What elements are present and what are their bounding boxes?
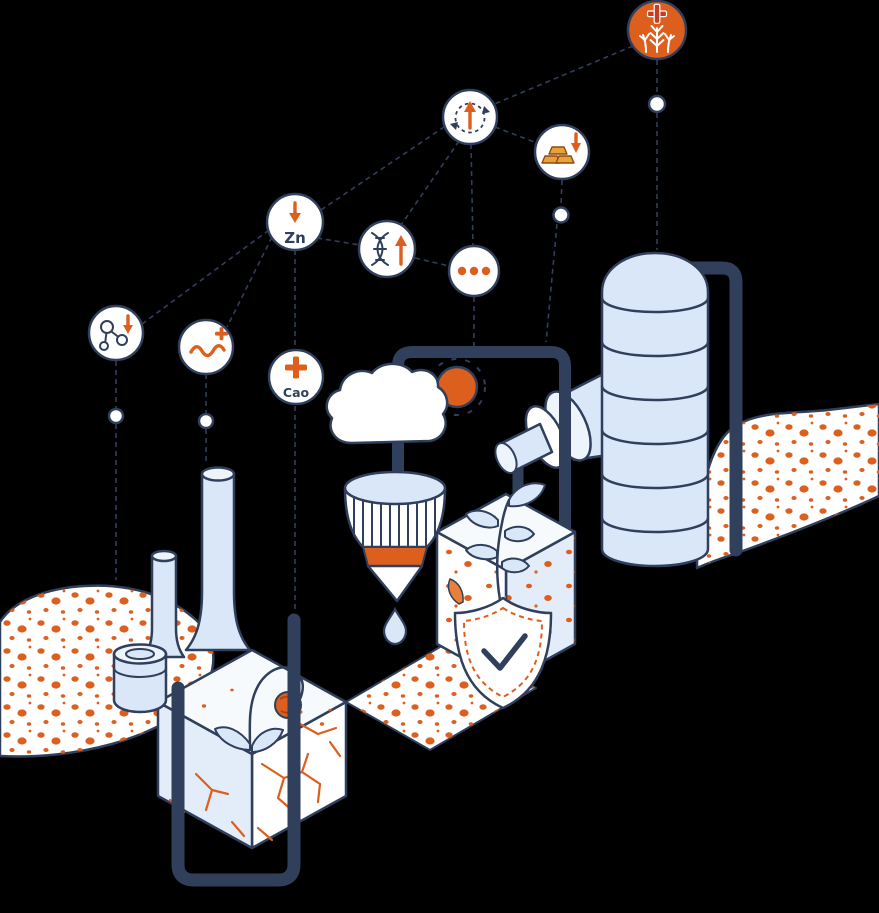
cloud-icon <box>325 362 449 445</box>
dna-icon <box>371 232 389 266</box>
node-zinc-down: Zn <box>265 192 325 252</box>
node-dna-up <box>357 219 417 279</box>
leaf <box>251 727 284 753</box>
junction-dot <box>647 94 667 114</box>
node-calcium-plus: Cao <box>267 348 325 406</box>
plant <box>465 482 546 602</box>
down-arrow-icon <box>289 201 301 223</box>
weather <box>325 358 486 445</box>
plus-icon <box>646 3 668 24</box>
connector-lines <box>115 45 658 610</box>
node-wheat-plus <box>626 0 688 61</box>
gold-bars-icon <box>541 146 575 164</box>
node-molecule-down <box>87 304 145 362</box>
ellipsis-icon <box>457 266 491 276</box>
plus-icon <box>215 327 228 341</box>
funnel-top <box>343 470 447 506</box>
centre-machinery <box>325 346 577 751</box>
right-machinery <box>494 251 879 570</box>
shield <box>447 578 553 710</box>
junction-dot <box>197 412 215 430</box>
storage-cylinder <box>112 643 168 714</box>
checkmark-icon <box>481 633 528 671</box>
node-recycle-up <box>441 88 499 146</box>
chimney <box>184 466 252 652</box>
recycle-arrows-icon <box>450 102 490 134</box>
thin-chimney <box>142 549 186 659</box>
soil-mound-right <box>695 402 879 570</box>
node-more <box>447 244 501 298</box>
ground-pipe <box>171 613 301 887</box>
distillation-tower <box>600 251 710 568</box>
down-arrow-icon <box>571 132 581 153</box>
junction-dots <box>107 94 667 430</box>
node-gold-down <box>533 123 591 181</box>
funnel-pipe <box>392 346 571 632</box>
leaf <box>508 482 546 508</box>
junction-dot <box>107 407 125 425</box>
zinc-label: Zn <box>284 229 306 247</box>
molecule-icon <box>99 320 128 351</box>
funnel-band <box>361 546 429 567</box>
node-worm-plus <box>177 318 235 376</box>
junction-dot <box>552 206 570 224</box>
calcium-label: Cao <box>283 385 310 400</box>
leaf <box>465 509 499 529</box>
funnel-filter <box>343 470 447 646</box>
left-machinery <box>0 466 348 887</box>
tower-outlet-pipe <box>679 261 743 557</box>
down-arrow-icon <box>123 314 133 334</box>
funnel-cone <box>366 564 424 603</box>
leaf <box>465 543 498 561</box>
leaf <box>501 557 530 574</box>
leaf <box>504 525 535 543</box>
pump-cap <box>494 442 518 474</box>
plus-icon <box>285 356 307 379</box>
water-drop-icon <box>382 606 408 646</box>
up-arrow-icon <box>464 101 476 130</box>
up-arrow-icon <box>395 235 407 266</box>
wheat-icon <box>639 25 675 53</box>
leaf <box>214 726 251 751</box>
shield-leaf-icon <box>447 578 464 605</box>
worm-icon <box>189 344 226 358</box>
